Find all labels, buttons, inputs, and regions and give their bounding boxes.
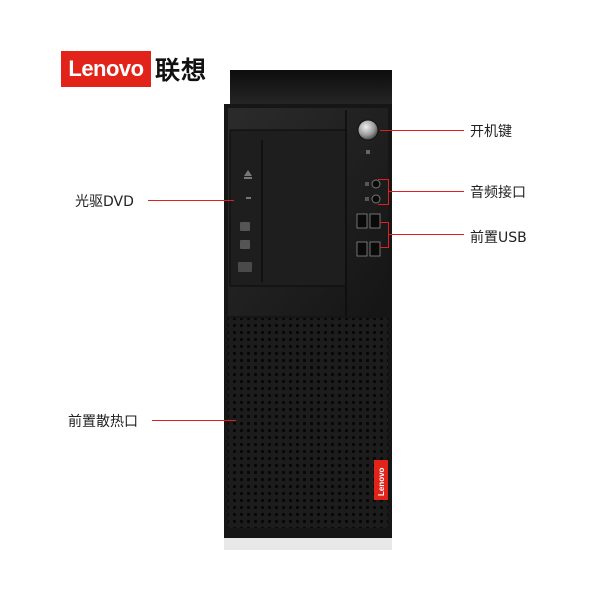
optical-drive-bezel: [229, 129, 347, 287]
bracket-usb: [380, 222, 389, 248]
drive-indicator: [246, 197, 251, 199]
callout-audio-ports: 音频接口: [470, 185, 526, 201]
power-led: [366, 150, 370, 154]
callout-optical-drive: 光驱DVD: [75, 194, 134, 210]
side-badge-text: Lenovo: [377, 467, 386, 496]
headphone-icon: [371, 179, 381, 189]
drive-badge-1: [240, 222, 250, 231]
base-foot: [224, 538, 392, 550]
drive-badge-2: [240, 240, 250, 249]
callout-front-vent: 前置散热口: [68, 414, 138, 430]
leader-audio: [388, 191, 464, 192]
usb-icon: [356, 213, 381, 257]
side-lenovo-badge: [374, 460, 388, 500]
callout-power-button: 开机键: [470, 124, 512, 140]
eject-icon: [244, 170, 252, 179]
logo-red-box: Lenovo: [61, 51, 151, 87]
leader-power: [380, 130, 464, 131]
leader-vent: [152, 420, 236, 421]
bracket-audio: [378, 179, 389, 205]
callout-front-usb: 前置USB: [470, 230, 527, 246]
lenovo-logo: Lenovo 联想: [61, 51, 207, 87]
dvd-logo-icon: [238, 262, 252, 272]
logo-chinese-text: 联想: [155, 56, 208, 85]
power-icon: [357, 119, 379, 141]
leader-usb: [388, 234, 464, 235]
microphone-icon: [371, 194, 381, 204]
leader-drive: [148, 200, 234, 201]
front-vent-mesh: [228, 318, 388, 528]
